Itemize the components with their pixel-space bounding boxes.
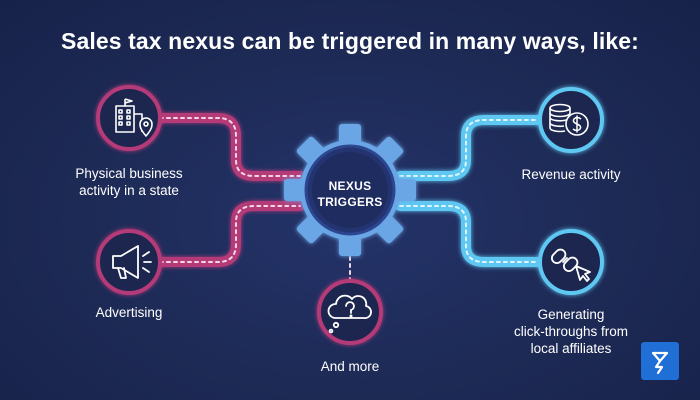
node-clicks xyxy=(538,229,604,295)
label-more: And more xyxy=(320,359,380,374)
brand-logo xyxy=(641,342,679,380)
coins-dollar-icon xyxy=(549,103,589,136)
label-physical: Physical business activity in a state xyxy=(64,165,194,199)
connector-advertising xyxy=(155,201,305,267)
label-clicks: Generating click-throughs from local aff… xyxy=(501,306,641,357)
label-clicks-line1: Generating xyxy=(537,307,605,322)
node-physical xyxy=(96,85,162,151)
node-advertising xyxy=(96,229,162,295)
connector-clicks xyxy=(395,201,545,267)
link-cursor-icon xyxy=(550,248,591,282)
page-title: Sales tax nexus can be triggered in many… xyxy=(61,28,639,54)
label-advertising: Advertising xyxy=(95,305,163,320)
label-physical-line1: Physical business xyxy=(75,166,183,181)
question-cloud-icon xyxy=(327,294,372,334)
label-revenue: Revenue activity xyxy=(521,167,621,182)
label-physical-line2: activity in a state xyxy=(79,183,179,198)
connector-physical xyxy=(155,113,305,181)
brand-logo-icon xyxy=(651,351,669,375)
node-revenue xyxy=(538,87,604,153)
building-location-icon xyxy=(115,98,153,137)
center-label: NEXUS TRIGGERS xyxy=(300,178,400,210)
gear-icon xyxy=(284,124,416,256)
label-clicks-line3: local affiliates xyxy=(530,341,612,356)
center-label-line2: TRIGGERS xyxy=(317,195,383,209)
node-more xyxy=(317,279,383,345)
center-label-line1: NEXUS xyxy=(328,179,372,193)
label-clicks-line2: click-throughs from xyxy=(513,324,629,339)
connector-revenue xyxy=(395,115,545,181)
megaphone-icon xyxy=(112,245,152,279)
